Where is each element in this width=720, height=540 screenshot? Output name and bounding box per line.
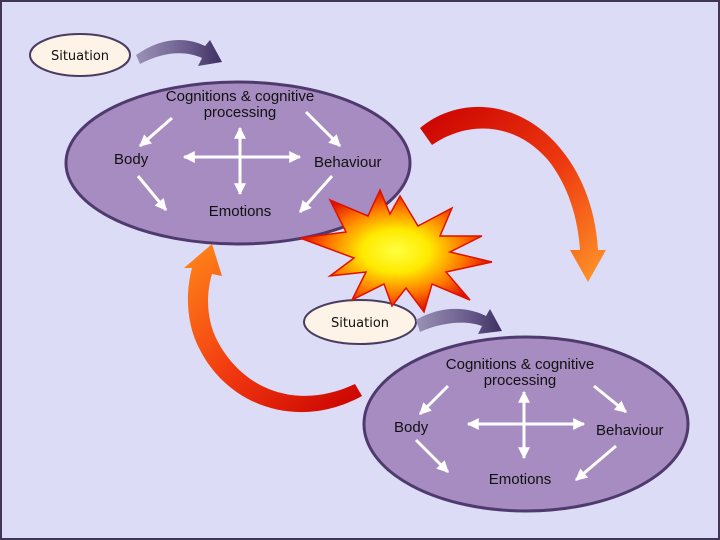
cognitions-label-top: Cognitions & cognitive [166,88,314,105]
emotions-label-bottom: Emotions [489,471,552,488]
body-label-bottom: Body [394,419,429,436]
red-curved-arrow-left [184,244,362,413]
situation-bottom: Situation [303,299,417,345]
body-label-top: Body [114,151,149,168]
situation-top: Situation [29,33,131,77]
cycle-bottom: Cognitions & cognitive processing Body B… [362,335,690,513]
grey-arrow-bottom [416,308,502,334]
processing-label-top: processing [204,104,277,121]
cycle-top: Cognitions & cognitive processing Body B… [64,80,412,246]
cross-arrows-bottom [414,384,627,482]
grey-arrow-top [136,39,222,66]
cross-arrows-top [136,110,342,213]
red-curved-arrow-right [420,106,606,282]
behaviour-label-top: Behaviour [314,154,382,171]
situation-label-top: Situation [51,49,109,64]
situation-label-bottom: Situation [331,316,389,331]
cognitions-label-bottom: Cognitions & cognitive [446,356,594,373]
explosion-burst [299,188,493,314]
processing-label-bottom: processing [484,372,557,389]
behaviour-label-bottom: Behaviour [596,422,664,439]
emotions-label-top: Emotions [209,203,272,220]
